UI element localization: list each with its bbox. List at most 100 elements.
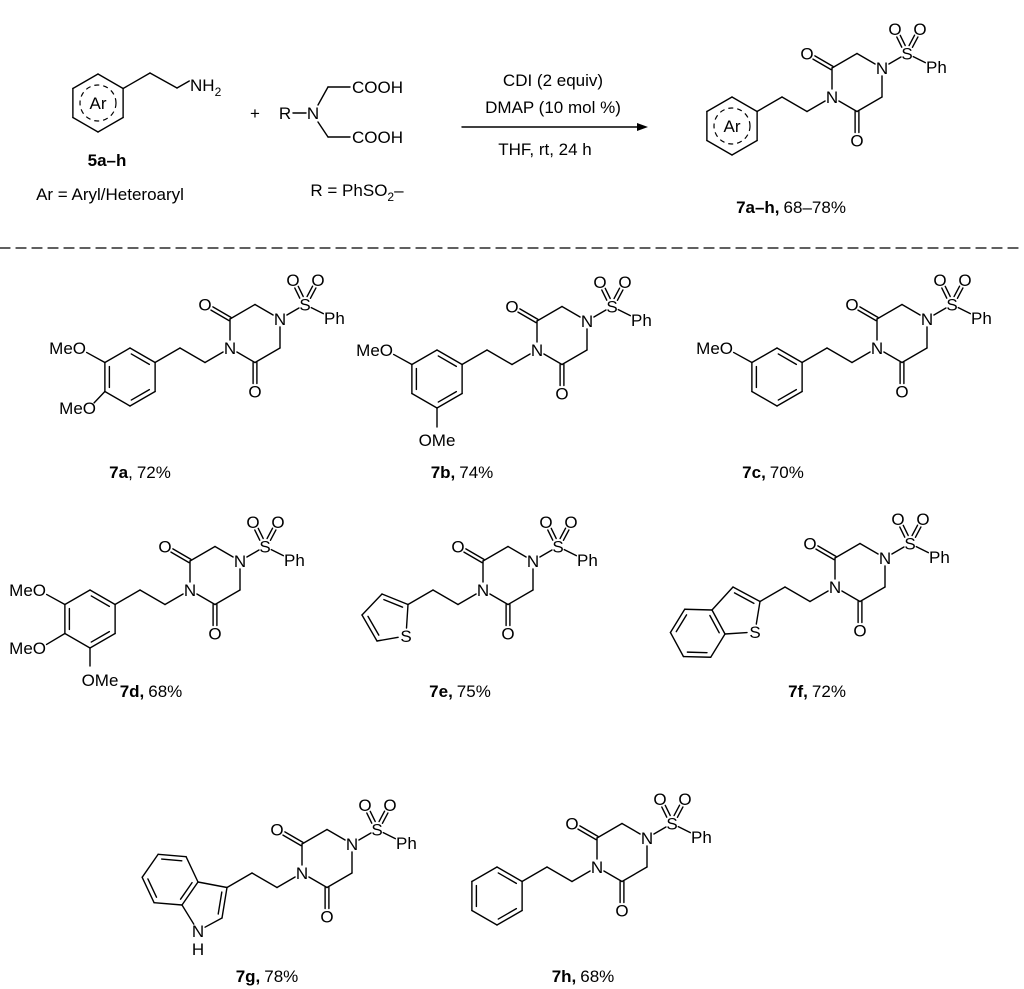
ring-bond xyxy=(204,917,223,928)
inner-double-bond xyxy=(777,388,798,401)
atom-n: N xyxy=(192,922,204,941)
atom-n: N xyxy=(921,310,933,329)
atom-o: O xyxy=(850,132,863,151)
sulfonyl-bond xyxy=(908,34,916,47)
ring-bond xyxy=(89,589,116,606)
ring-bond xyxy=(706,139,733,156)
atom-n: N xyxy=(826,88,838,107)
sulfonyl-bond xyxy=(911,36,919,49)
compound-label: 7c,70% xyxy=(742,463,804,482)
compound-label: 7b,74% xyxy=(431,463,494,482)
bond xyxy=(392,353,413,366)
sulfonyl-bond xyxy=(944,285,951,298)
ring-bond xyxy=(731,139,758,156)
reaction-arrow-group: CDI (2 equiv) DMAP (10 mol %) THF, rt, 2… xyxy=(461,71,648,159)
bond xyxy=(507,589,534,606)
bond xyxy=(901,303,921,316)
aromatic-dashed-circle xyxy=(713,107,751,145)
sulfonyl-bond xyxy=(266,527,274,540)
ethyl-bond xyxy=(461,349,488,366)
bond xyxy=(489,593,509,606)
atom-n: N xyxy=(879,549,891,568)
ring-bond xyxy=(405,603,409,629)
compound-yield: 72% xyxy=(812,682,846,701)
plus-sign: + xyxy=(250,104,260,123)
atom-o: O xyxy=(593,273,606,292)
r-note-suffix: – xyxy=(394,181,404,200)
ethyl-bond xyxy=(457,593,477,606)
sulfonyl-bond xyxy=(914,526,922,539)
inner-double-bond xyxy=(675,614,688,633)
bond xyxy=(122,72,151,90)
carbonyl-bond xyxy=(817,545,837,558)
carbonyl-bond xyxy=(577,828,597,841)
ring-bond xyxy=(185,855,199,883)
s-ph-bond xyxy=(912,55,927,64)
ring-bond xyxy=(436,349,463,366)
ring-bond xyxy=(361,614,378,642)
inner-double-bond xyxy=(217,891,223,915)
sulfonyl-bond xyxy=(257,527,264,540)
bond xyxy=(603,870,623,883)
compound-yield: 68% xyxy=(148,682,182,701)
sulfonyl-bond xyxy=(294,287,301,299)
n-s-bond xyxy=(593,309,607,318)
r-note-prefix: R = PhSO xyxy=(310,181,387,200)
bond xyxy=(45,632,66,646)
atom-o: O xyxy=(271,513,284,532)
product-label: 7a–h,68–78% xyxy=(736,198,846,217)
compound-label: 7a,72% xyxy=(109,463,171,482)
compound-yield: 70% xyxy=(770,463,804,482)
s-ph-bond xyxy=(915,545,930,554)
compound-label: 7g,78% xyxy=(236,967,299,986)
bond xyxy=(176,80,190,89)
ring-bond xyxy=(104,347,131,364)
ethyl-bond xyxy=(851,351,871,364)
sulfonyl-bond xyxy=(896,36,903,48)
nitrogen-label: N xyxy=(307,104,319,123)
ring-bond xyxy=(496,866,523,883)
ring-bond xyxy=(411,349,438,366)
ring-bond xyxy=(706,96,733,113)
ethyl-bond xyxy=(432,589,459,606)
bond xyxy=(859,542,879,555)
ethyl-bond xyxy=(756,96,783,113)
sulfonyl-bond xyxy=(369,810,376,823)
ring-bond xyxy=(731,96,758,113)
ring-bond xyxy=(64,632,91,649)
ring-bond xyxy=(776,347,803,364)
compound-id: 7h, xyxy=(552,967,577,986)
atom-o: O xyxy=(653,790,666,809)
sulfonyl-bond xyxy=(297,285,304,298)
bond xyxy=(45,593,66,606)
n-s-bond xyxy=(539,549,553,558)
carbonyl-bond xyxy=(284,831,304,844)
carbonyl-bond xyxy=(170,551,190,564)
phenyl-label: Ph xyxy=(929,548,950,567)
atom-n: N xyxy=(224,339,236,358)
sulfonyl-bond xyxy=(559,527,567,540)
compound-yield: 74% xyxy=(459,463,493,482)
reactant-diacid: R N COOH COOH R = PhSO2– xyxy=(279,78,404,204)
atom-n: N xyxy=(274,310,286,329)
ring-bond xyxy=(711,609,726,635)
atom-o: O xyxy=(916,510,929,529)
n-s-bond xyxy=(653,826,667,835)
phenyl-label: Ph xyxy=(284,551,305,570)
ethyl-bond xyxy=(179,347,206,364)
atom-n: N xyxy=(296,864,308,883)
ethyl-bond xyxy=(546,866,573,883)
sulfonyl-bond xyxy=(661,806,668,818)
atom-n: N xyxy=(581,312,593,331)
reactant-amine: NH2 5a–h Ar = Aryl/Heteroaryl Ar xyxy=(36,72,222,204)
carbonyl-bond xyxy=(519,308,539,321)
sulfonyl-bond xyxy=(269,529,277,542)
bond xyxy=(482,545,509,562)
inner-double-bond xyxy=(777,353,798,366)
bond xyxy=(196,593,216,606)
atom-n: N xyxy=(531,341,543,360)
phenyl-label: Ph xyxy=(631,311,652,330)
bond xyxy=(543,353,563,366)
methoxy-label: MeO xyxy=(49,339,86,358)
